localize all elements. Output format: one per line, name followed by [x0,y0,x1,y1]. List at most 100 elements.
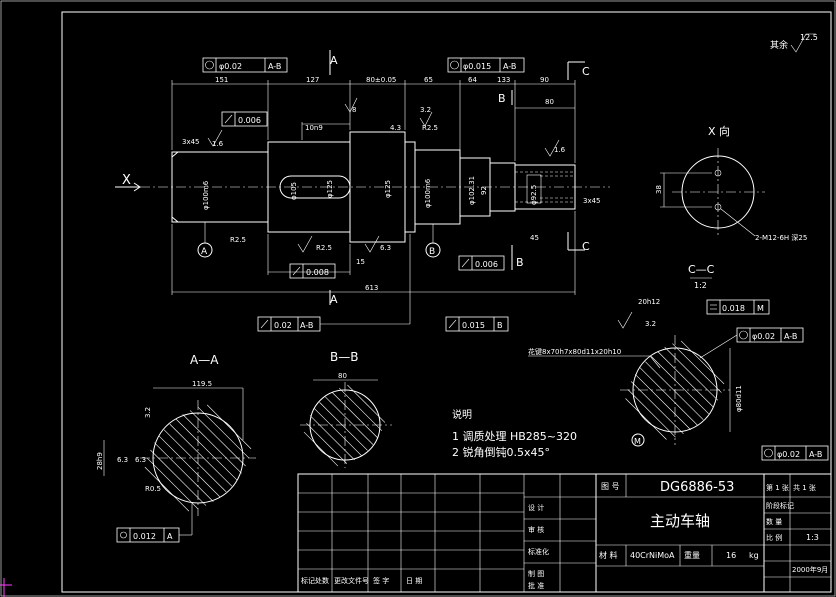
main-shaft-view [115,50,633,329]
datum-a-letter: A [201,247,208,257]
hatch-line [163,429,227,493]
aa-dim-left: 28h9 [96,452,104,470]
x-view-callout: 2-M12-6H 深25 [755,233,807,242]
tb-sheets-label: 第 1 张 [766,483,789,492]
tb-design: 设 计 [528,503,544,512]
tb-weight-unit: kg [749,551,759,560]
tb-draw: 制 图 [528,569,544,578]
hatch-line [189,410,246,467]
section-b-bottom: B [516,256,524,269]
svg-text:φ0.02: φ0.02 [219,62,242,71]
section-c-bottom: C [582,240,590,253]
svg-text:A: A [167,532,173,541]
hatch-line [645,361,704,420]
tb-weight: 16 [726,551,736,560]
aa-r2: 6.3 [135,456,146,464]
x-view-title: X 向 [708,124,730,138]
tb-material-label: 材 料 [599,550,618,560]
section-cc: C—C 1:2 20h12 3.2 0.018 M φ0.02 A-B 花键8x… [528,263,829,461]
hatch-line [319,402,368,451]
hatch-line [146,457,199,510]
tb-scale: 1:3 [806,533,819,542]
hatch-line [672,343,722,393]
dim-phi125: φ125 [326,180,334,198]
hatch-line [625,398,667,440]
hatch-line [657,351,714,408]
hatch-line [182,414,242,474]
tb-standard: 标准化 [528,547,549,556]
hatch-line [331,391,379,439]
svg-text:0.018: 0.018 [722,304,745,313]
dim-10n9: 10n9 [305,124,323,132]
svg-text:φ0.02: φ0.02 [752,332,775,341]
cc-dim-20: 20h12 [638,298,660,306]
aa-title: A—A [190,353,219,367]
hatch-line [314,408,362,456]
bb-dim-top: 80 [338,372,347,380]
dim-92: 92 [480,186,488,195]
svg-text:A-B: A-B [809,450,822,459]
tb-scale-label: 比 例 [766,533,782,542]
hatch-line [206,404,252,450]
dim-1-6b: 1.6 [554,146,566,154]
cc-mark-m: M [634,437,641,446]
aa-r1: 6.3 [117,456,128,464]
hatch-line [154,442,214,502]
section-aa: A—A 119.5 28h9 6.3 6.3 3.2 R0.5 0.012 A [96,353,256,543]
dim-65: 65 [424,76,433,84]
dim-phi100m6b: φ100m6 [424,178,432,208]
tb-part-name: 主动车轴 [650,512,710,530]
section-c-top: C [582,65,590,78]
svg-text:B: B [497,321,503,330]
tb-approve: 批 准 [528,581,544,590]
shaft-outline [171,131,576,243]
dim-613: 613 [365,284,378,292]
roughness-other-symbol [790,33,816,53]
tb-qty-label: 数 量 [766,517,782,526]
tb-stage-label: 阶段标记 [766,501,794,510]
dim-1-6a: 1.6 [212,140,224,148]
svg-text:0.015: 0.015 [462,321,485,330]
cursor-icon [0,578,12,597]
gdt-low-left: 0.02 A-B [257,316,321,332]
svg-text:0.012: 0.012 [133,532,156,541]
section-a-top: A [330,54,338,67]
dim-90: 90 [540,76,549,84]
dim-phi100m6: φ100m6 [202,180,210,210]
svg-text:0.006: 0.006 [238,116,261,125]
gdt-top-right: φ0.015 A-B [447,57,525,73]
keyway-slot [279,175,351,199]
dim-64: 64 [468,76,477,84]
dim-r25b: R2.5 [316,244,332,252]
cc-gdt3: φ0.02 A-B [761,445,829,461]
dim-127: 127 [306,76,319,84]
cc-scale: 1:2 [694,281,707,290]
hatch-line [627,389,676,438]
x-view-dim-38: 38 [655,185,663,194]
svg-text:A-B: A-B [268,62,281,71]
tb-sig-1: 标记处数 [301,576,329,585]
dim-151: 151 [215,76,228,84]
dim-45: 45 [530,234,539,242]
svg-text:0.006: 0.006 [475,260,498,269]
svg-text:M: M [757,304,764,313]
title-block: 图 号 DG6886-53 主动车轴 材 料 40CrNiMoA 重量 16 k… [297,473,832,593]
hatch-line [169,423,233,487]
dim-80-05: 80±0.05 [366,76,396,84]
dim-15: 15 [356,258,365,266]
hatch-line [150,449,207,506]
tb-sheets-total: 共 1 张 [793,483,816,492]
dim-8: 8 [352,106,356,114]
hatch-line [306,422,348,464]
aa-dim-r: R0.5 [145,485,161,493]
dim-phi105: φ105 [290,182,298,200]
dim-3-2: 3.2 [420,106,431,114]
svg-text:A-B: A-B [784,332,797,341]
hatch-line [303,431,339,467]
svg-text:φ0.02: φ0.02 [777,450,800,459]
roughness-other-label: 其余 [770,39,788,51]
hatch-line [338,387,383,432]
cc-title: C—C [688,263,715,276]
